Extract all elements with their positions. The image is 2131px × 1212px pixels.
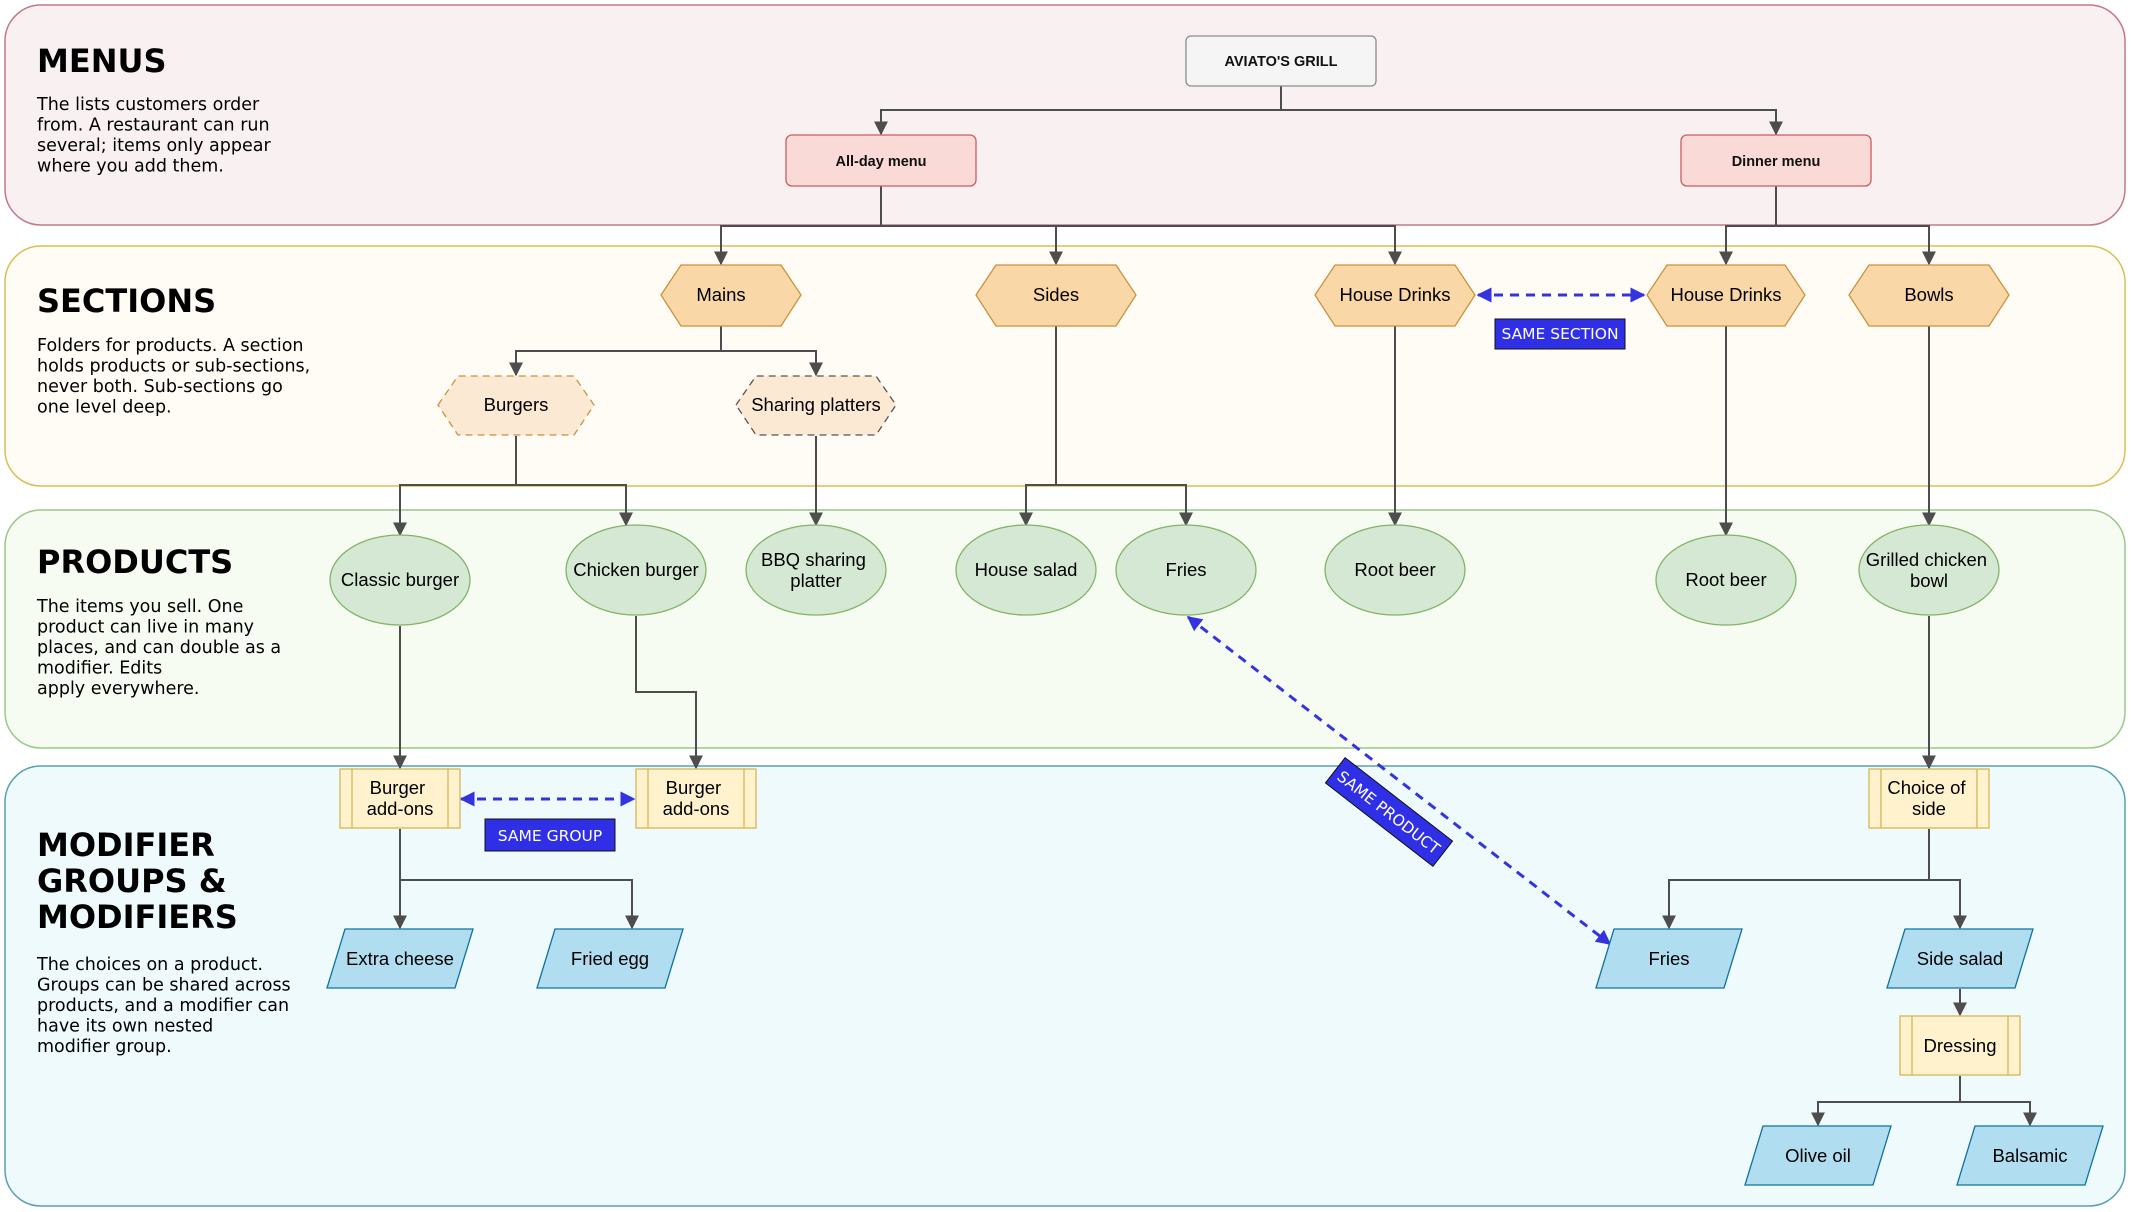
edge-mains-platters: [721, 350, 823, 377]
menus-band-bg: [4, 4, 2126, 226]
edge-restaurant-dinner: [1281, 109, 1783, 136]
same-section-badge-label: SAME SECTION: [1501, 325, 1618, 343]
tree-connectors: [393, 86, 2037, 1127]
edge-allday-drinks: [1056, 225, 1402, 266]
edge-dressing-balsamic: [1960, 1101, 2037, 1127]
sections-band-title: SECTIONS: [37, 282, 216, 320]
same-links: [459, 287, 1646, 946]
section-sides-label: Sides: [1033, 284, 1079, 305]
edge-restaurant-allday: [874, 86, 1282, 136]
product-grilled-chicken-bowl[interactable]: Grilled chicken bowl: [1858, 524, 2000, 616]
product-classic-burger-label: Classic burger: [341, 569, 459, 590]
modifier-extra-cheese-label: Extra cheese: [346, 948, 454, 969]
dinner-menu-node[interactable]: Dinner menu: [1680, 134, 1872, 187]
edge-burgers-classic: [393, 436, 517, 537]
section-mains-label: Mains: [696, 284, 745, 305]
same-group-badge: SAME GROUP: [484, 818, 616, 852]
product-grilled-chicken-bowl-label: Grilled chicken bowl: [1866, 549, 1992, 591]
edge-dinner-bowls: [1776, 225, 1936, 266]
section-mains[interactable]: Mains: [660, 264, 802, 327]
subsection-sharing-platters[interactable]: Sharing platters: [735, 375, 897, 436]
all-day-menu-node[interactable]: All-day menu: [785, 134, 977, 187]
edge-chicken-addons: [635, 616, 703, 770]
modifier-extra-cheese[interactable]: Extra cheese: [326, 928, 474, 989]
modifier-side-salad-label: Side salad: [1917, 948, 2003, 969]
menus-band-title: MENUS: [37, 42, 167, 80]
modifier-fries-label: Fries: [1648, 948, 1689, 969]
edge-allday-mains: [714, 186, 882, 266]
product-chicken-burger[interactable]: Chicken burger: [565, 524, 707, 616]
product-root-beer-allday[interactable]: Root beer: [1324, 524, 1466, 616]
restaurant-node[interactable]: AVIATO'S GRILL: [1185, 35, 1377, 87]
same-group-badge-label: SAME GROUP: [498, 827, 603, 845]
all-day-menu-label: All-day menu: [835, 154, 926, 170]
edge-sides-fries: [1056, 484, 1193, 527]
edge-choice-fries: [1662, 829, 1930, 930]
product-root-beer-allday-label: Root beer: [1354, 559, 1435, 580]
menus-band: MENUS The lists customers order from. A …: [4, 4, 2126, 226]
modifier-olive-oil-label: Olive oil: [1785, 1145, 1851, 1166]
product-house-salad-label: House salad: [975, 559, 1078, 580]
group-choice-of-side[interactable]: Choice of side: [1868, 768, 1990, 829]
menus-band-desc: The lists customers order from. A restau…: [36, 95, 276, 177]
modifier-balsamic[interactable]: Balsamic: [1956, 1125, 2104, 1186]
edge-choice-salad: [1929, 879, 1967, 930]
section-sides[interactable]: Sides: [975, 264, 1137, 327]
group-burger-addons-classic-label: Burger add-ons: [367, 777, 434, 819]
subsection-burgers[interactable]: Burgers: [437, 375, 595, 436]
modifier-fried-egg[interactable]: Fried egg: [536, 928, 684, 989]
edge-dressing-olive: [1811, 1076, 1961, 1127]
edge-addons-egg: [400, 879, 639, 930]
modifiers-band-desc: The choices on a product. Groups can be …: [36, 955, 296, 1057]
product-fries[interactable]: Fries: [1115, 524, 1257, 616]
modifier-balsamic-label: Balsamic: [1992, 1145, 2067, 1166]
product-bbq-sharing-platter[interactable]: BBQ sharing platter: [745, 524, 887, 616]
group-dressing[interactable]: Dressing: [1899, 1015, 2021, 1076]
products-band-title: PRODUCTS: [37, 543, 233, 581]
dinner-menu-label: Dinner menu: [1732, 154, 1821, 170]
subsection-burgers-label: Burgers: [484, 394, 549, 415]
section-bowls[interactable]: Bowls: [1848, 264, 2010, 327]
modifier-fries[interactable]: Fries: [1595, 928, 1743, 989]
product-house-salad[interactable]: House salad: [955, 524, 1097, 616]
section-bowls-label: Bowls: [1904, 284, 1953, 305]
section-house-drinks-allday-label: House Drinks: [1339, 284, 1450, 305]
product-fries-label: Fries: [1165, 559, 1206, 580]
edge-sides-salad: [1019, 326, 1057, 527]
restaurant-label: AVIATO'S GRILL: [1224, 54, 1337, 70]
sections-band-desc: Folders for products. A section holds pr…: [37, 336, 316, 418]
section-house-drinks-allday[interactable]: House Drinks: [1314, 264, 1476, 327]
modifier-olive-oil[interactable]: Olive oil: [1744, 1125, 1892, 1186]
product-root-beer-dinner[interactable]: Root beer: [1655, 534, 1797, 626]
modifier-fried-egg-label: Fried egg: [571, 948, 649, 969]
group-dressing-label: Dressing: [1924, 1035, 1997, 1056]
edge-dinner-drinks: [1719, 186, 1777, 266]
group-choice-of-side-label: Choice of side: [1887, 777, 1970, 819]
same-section-badge: SAME SECTION: [1494, 318, 1626, 350]
modifier-side-salad[interactable]: Side salad: [1886, 928, 2034, 989]
same-product-link: [1186, 615, 1612, 946]
group-burger-addons-chicken-label: Burger add-ons: [663, 777, 730, 819]
section-house-drinks-dinner[interactable]: House Drinks: [1646, 264, 1806, 327]
modifiers-band-title: MODIFIER GROUPS & MODIFIERS: [37, 826, 238, 936]
product-classic-burger[interactable]: Classic burger: [329, 534, 471, 626]
product-root-beer-dinner-label: Root beer: [1685, 569, 1766, 590]
group-burger-addons-chicken[interactable]: Burger add-ons: [635, 768, 757, 829]
group-burger-addons-classic[interactable]: Burger add-ons: [339, 768, 461, 829]
section-house-drinks-dinner-label: House Drinks: [1670, 284, 1781, 305]
subsection-sharing-platters-label: Sharing platters: [751, 394, 881, 415]
product-chicken-burger-label: Chicken burger: [573, 559, 698, 580]
product-bbq-sharing-platter-label: BBQ sharing platter: [761, 549, 871, 591]
edge-mains-burgers: [509, 326, 722, 377]
edge-burgers-chicken: [516, 484, 633, 527]
products-band-desc: The items you sell. One product can live…: [36, 597, 287, 699]
